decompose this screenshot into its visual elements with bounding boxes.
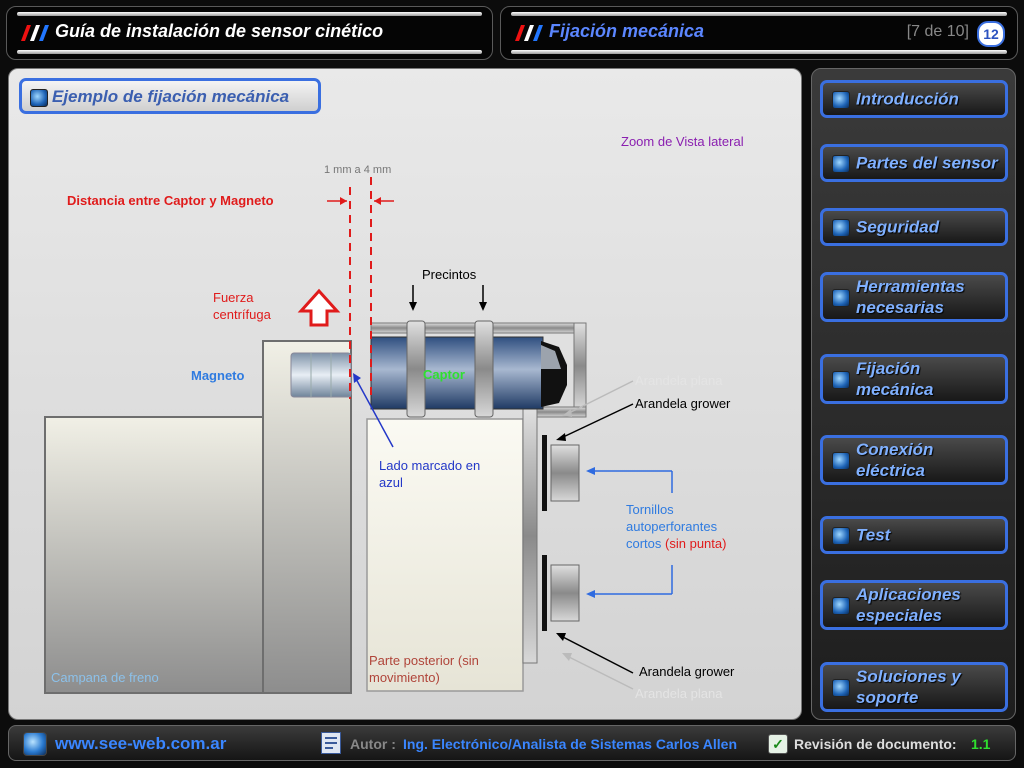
header-left: Guía de instalación de sensor cinético: [6, 6, 493, 60]
revision-label: Revisión de documento:: [794, 736, 957, 752]
nav-panel: Introducción Partes del sensor Seguridad…: [811, 68, 1016, 720]
nav-item-label: Soluciones y soporte: [856, 667, 961, 707]
grower-washer-bottom-label: Arandela grower: [639, 664, 735, 679]
section-heading: Ejemplo de fijación mecánica: [52, 87, 290, 106]
flag-icon: [21, 25, 49, 41]
document-icon: [321, 732, 341, 754]
seals-label: Precintos: [422, 267, 477, 282]
screw-bottom: [550, 564, 580, 622]
nav-item-seguridad[interactable]: Seguridad: [820, 208, 1008, 246]
bracket-vertical-right: [573, 322, 587, 410]
captor-label: Captor: [423, 367, 465, 382]
flat-washer-bottom-label: Arandela plana: [635, 686, 723, 701]
square-bullet-icon: [832, 91, 850, 109]
nav-item-fijacion[interactable]: Fijación mecánica: [820, 354, 1008, 404]
nav-item-soluciones[interactable]: Soluciones y soporte: [820, 662, 1008, 712]
square-bullet-icon: [832, 679, 850, 697]
square-bullet-icon: [30, 89, 48, 107]
checkmark-icon: ✓: [768, 734, 788, 754]
washer-bottom: [542, 555, 547, 631]
screw-top: [550, 444, 580, 502]
square-bullet-icon: [832, 289, 850, 307]
header-right: Fijación mecánica [7 de 10] 12: [500, 6, 1018, 60]
nav-item-label: Fijación mecánica: [856, 359, 934, 399]
seal-1: [406, 320, 426, 418]
magnet: [290, 352, 352, 398]
nav-item-test[interactable]: Test: [820, 516, 1008, 554]
distance-label: Distancia entre Captor y Magneto: [67, 193, 274, 208]
brake-drum-label: Campana de freno: [51, 670, 159, 685]
square-bullet-icon: [832, 371, 850, 389]
captor-body: [370, 336, 544, 410]
zoom-label: Zoom de Vista lateral: [621, 134, 744, 149]
gap-label: 1 mm a 4 mm: [324, 164, 392, 176]
author-name: Ing. Electrónico/Analista de Sistemas Ca…: [403, 736, 738, 752]
square-bullet-icon: [832, 597, 850, 615]
square-bullet-icon: [832, 452, 850, 470]
nav-item-label: Conexión eléctrica: [856, 440, 934, 480]
square-bullet-icon: [832, 219, 850, 237]
nav-item-label: Aplicaciones especiales: [856, 585, 961, 625]
page-counter: [7 de 10]: [906, 23, 969, 40]
nav-item-herramientas[interactable]: Herramientas necesarias: [820, 272, 1008, 322]
brake-drum: [44, 416, 264, 694]
nav-item-label: Test: [856, 525, 891, 545]
nav-item-introduccion[interactable]: Introducción: [820, 80, 1008, 118]
nav-item-label: Seguridad: [856, 217, 940, 237]
screws-label: Tornillos autoperforantes cortos (sin pu…: [626, 501, 756, 552]
nav-item-partes-del-sensor[interactable]: Partes del sensor: [820, 144, 1008, 182]
section-title: Fijación mecánica: [549, 21, 705, 41]
nav-item-label: Partes del sensor: [856, 153, 998, 173]
flat-washer-top-label: Arandela plana: [635, 373, 723, 388]
fixation-diagram: [44, 177, 673, 694]
square-bullet-icon: [832, 527, 850, 545]
drum-hub: [262, 340, 352, 694]
centrifugal-arrow: [297, 288, 341, 327]
globe-icon: [23, 732, 47, 756]
screws-note: (sin punta): [665, 536, 727, 551]
content-panel: Ejemplo de fijación mecánica: [8, 68, 802, 720]
nav-item-conexion[interactable]: Conexión eléctrica: [820, 435, 1008, 485]
bracket-vertical: [522, 408, 538, 664]
page-badge[interactable]: 12: [977, 21, 1005, 47]
force-label: Fuerza centrífuga: [213, 290, 271, 322]
nav-item-label: Introducción: [856, 89, 959, 109]
marked-side-label: Lado marcado en azul: [379, 458, 481, 490]
nav-item-label: Herramientas necesarias: [856, 277, 965, 317]
magnet-label: Magneto: [191, 368, 245, 383]
rear-part: [366, 418, 524, 692]
seal-2: [474, 320, 494, 418]
flag-icon: [515, 25, 543, 41]
website-link[interactable]: www.see-web.com.ar: [55, 734, 227, 753]
square-bullet-icon: [832, 155, 850, 173]
washer-top: [542, 435, 547, 511]
grower-washer-top-label: Arandela grower: [635, 396, 731, 411]
nav-item-aplicaciones[interactable]: Aplicaciones especiales: [820, 580, 1008, 630]
section-heading-box: Ejemplo de fijación mecánica: [19, 78, 321, 114]
screws-text: Tornillos autoperforantes cortos: [626, 502, 718, 551]
author-label: Autor :: [350, 736, 396, 752]
footer: www.see-web.com.ar Autor : Ing. Electrón…: [8, 725, 1016, 761]
app-title: Guía de instalación de sensor cinético: [55, 21, 384, 41]
revision-value: 1.1: [971, 736, 991, 752]
rear-part-label: Parte posterior (sin movimiento): [369, 653, 479, 685]
